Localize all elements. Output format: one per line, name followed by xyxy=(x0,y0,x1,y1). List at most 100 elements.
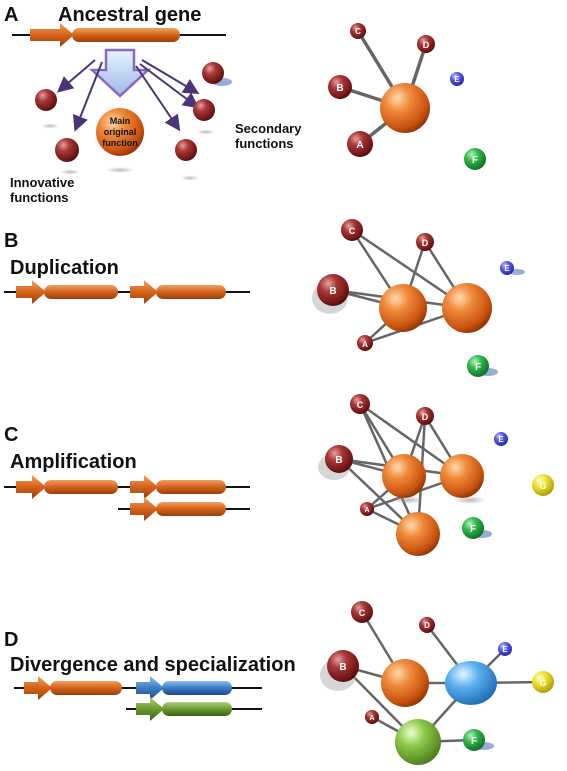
node-d-label: D xyxy=(424,621,430,630)
node-a xyxy=(347,131,373,157)
node-c-label: C xyxy=(357,400,364,410)
node-e-label: E xyxy=(502,645,508,654)
node-d-label: D xyxy=(422,238,429,248)
node-e xyxy=(450,72,464,86)
gene-product-node-green xyxy=(395,719,441,765)
node-d xyxy=(416,233,434,251)
main-function-arrow-icon xyxy=(88,48,152,98)
node-b xyxy=(325,445,353,473)
node-g xyxy=(532,474,554,496)
ancestral-gene xyxy=(12,23,226,47)
gene-green xyxy=(162,702,232,716)
main-function-label-1: Main xyxy=(110,116,131,126)
innovative-sphere-1 xyxy=(35,89,57,111)
gene-product-node-3 xyxy=(396,512,440,556)
promoter-arrow-icon xyxy=(136,676,164,700)
node-b-label: B xyxy=(339,662,346,673)
node-d-label: D xyxy=(422,412,429,422)
network-a: C D B A E F xyxy=(328,23,486,170)
node-b xyxy=(317,274,349,306)
node-f xyxy=(464,148,486,170)
secondary-sphere-2 xyxy=(193,99,215,121)
gene-copy-1 xyxy=(44,480,118,494)
node-b-label: B xyxy=(336,83,343,94)
node-a-label: A xyxy=(362,340,368,349)
gene-product-node-1 xyxy=(382,454,426,498)
gene-product-node xyxy=(380,83,430,133)
amplified-genes xyxy=(4,475,250,521)
network-b: C D B A E F xyxy=(312,219,525,377)
gene-copy-1 xyxy=(44,285,118,299)
secondary-sphere-3 xyxy=(175,139,197,161)
node-f-label: F xyxy=(470,524,476,535)
panel-letter-a: A xyxy=(4,4,18,26)
gene-product-node-2 xyxy=(442,283,492,333)
main-function-label-3: function xyxy=(102,138,138,148)
node-g xyxy=(532,671,554,693)
arrow-innovative-1 xyxy=(56,59,96,93)
node-b xyxy=(327,650,359,682)
node-b xyxy=(328,75,352,99)
gene-product-node-2 xyxy=(440,454,484,498)
function-spheres xyxy=(35,62,232,181)
node-a xyxy=(357,335,373,351)
node-a-label: A xyxy=(364,507,369,514)
secondary-sphere-1 xyxy=(202,62,224,84)
panel-letter-d: D xyxy=(4,629,18,651)
gene-body xyxy=(72,28,180,42)
arrow-secondary-3 xyxy=(135,65,181,132)
network-c: C D B A E G F xyxy=(318,394,554,556)
innovative-label-2: functions xyxy=(10,190,69,205)
main-function-sphere xyxy=(96,108,144,156)
duplicated-genes xyxy=(4,280,250,304)
node-e-label: E xyxy=(498,435,504,444)
node-f xyxy=(462,517,484,539)
promoter-arrow-icon xyxy=(16,475,46,499)
node-b-label: B xyxy=(335,455,342,466)
node-g-label: G xyxy=(539,678,546,688)
node-a xyxy=(360,502,374,516)
node-d-label: D xyxy=(423,40,430,50)
innovative-sphere-2 xyxy=(55,138,79,162)
secondary-label-2: functions xyxy=(235,136,294,151)
node-d xyxy=(416,407,434,425)
node-b-label: B xyxy=(329,286,336,297)
node-e xyxy=(498,642,512,656)
panel-title-c: Amplification xyxy=(10,451,137,473)
node-c-label: C xyxy=(359,608,366,618)
diverged-genes xyxy=(14,676,262,721)
gene-product-node-1 xyxy=(379,284,427,332)
node-f-label: F xyxy=(472,155,478,166)
node-c xyxy=(341,219,363,241)
node-c-label: C xyxy=(355,27,361,36)
node-c xyxy=(350,23,366,39)
node-f xyxy=(467,355,489,377)
promoter-arrow-icon xyxy=(30,23,74,47)
promoter-arrow-icon xyxy=(136,697,164,721)
promoter-arrow-icon xyxy=(16,280,46,304)
node-f-label: F xyxy=(475,362,481,373)
promoter-arrow-icon xyxy=(24,676,52,700)
arrow-secondary-2 xyxy=(139,63,200,109)
network-d: C D B A E G F xyxy=(320,601,554,765)
node-d xyxy=(417,35,435,53)
gene-copy-3 xyxy=(156,502,226,516)
main-function-label-2: original xyxy=(104,127,137,137)
gene-orange xyxy=(50,681,122,695)
node-c xyxy=(350,394,370,414)
node-e xyxy=(500,261,514,275)
node-c xyxy=(351,601,373,623)
node-g-label: G xyxy=(539,481,546,491)
secondary-label-1: Secondary xyxy=(235,121,302,136)
gene-copy-2 xyxy=(156,285,226,299)
node-a-label: A xyxy=(356,140,363,151)
function-arrows xyxy=(56,59,200,132)
node-f xyxy=(463,729,485,751)
gene-product-node-blue xyxy=(445,661,497,705)
node-c-label: C xyxy=(349,226,356,236)
gene-copy-2 xyxy=(156,480,226,494)
node-d xyxy=(419,617,435,633)
node-e-label: E xyxy=(454,75,460,84)
node-e-label: E xyxy=(504,264,510,273)
